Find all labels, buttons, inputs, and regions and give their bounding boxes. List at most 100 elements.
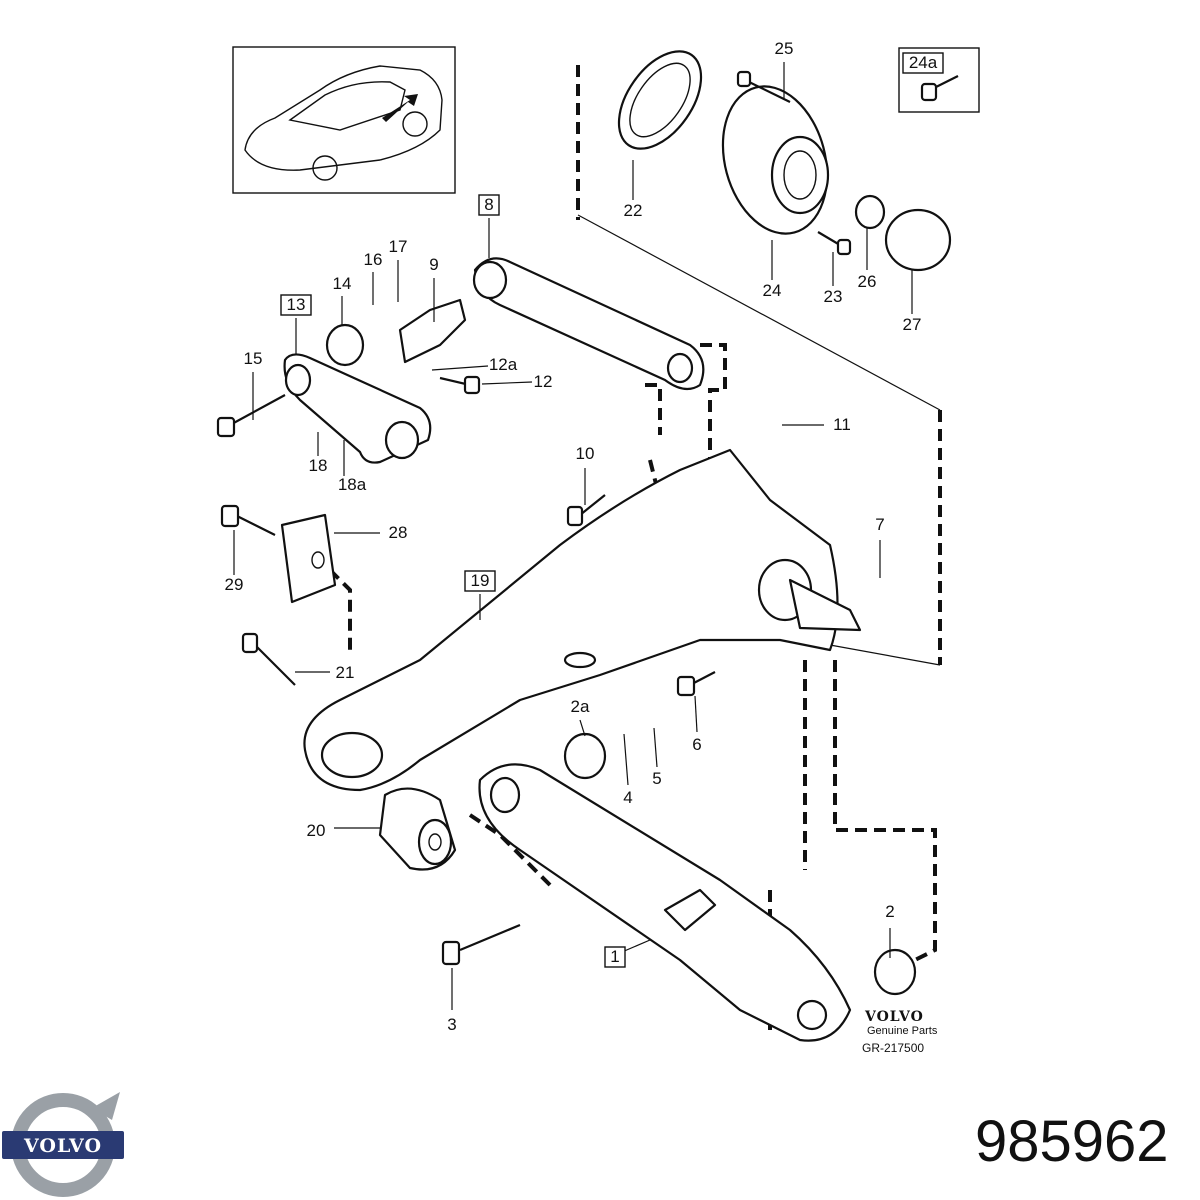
callout-c22: 22 [624,201,643,220]
volvo-logo: VOLVO [2,1092,124,1197]
callout-c19: 19 [464,570,496,592]
callout-label: 13 [287,295,306,314]
bushing-2a [563,732,607,780]
callout-label: 1 [610,947,619,966]
abs-sensor-ring [617,50,703,150]
bolt-15 [216,394,286,438]
hub-nut [854,194,886,230]
callout-c17: 17 [389,237,408,256]
callout-label: 7 [875,515,884,534]
car-outline-icon [244,65,443,181]
callout-label: 8 [484,195,493,214]
callout-label: 26 [858,272,877,291]
genuine-parts-wordmark: VOLVO [864,1009,924,1025]
callout-c21: 21 [336,663,355,682]
callout-c2a: 2a [571,697,590,716]
bushing-20 [378,787,457,871]
callout-box [478,194,500,216]
vehicle-location-inset [232,46,456,194]
bolt-29 [220,504,276,536]
callout-c1: 1 [604,946,626,968]
callout-label: 28 [389,523,408,542]
bolt-12 [439,375,481,395]
leader-lines [233,62,913,1010]
callout-c20: 20 [307,821,326,840]
callout-c2: 2 [885,902,894,921]
callout-label: 18a [338,475,367,494]
genuine-parts-mark: VOLVO Genuine Parts GR-217500 [862,1009,938,1055]
callout-label: 4 [623,788,632,807]
subframe-19 [303,448,862,792]
bushing-2 [873,948,917,996]
lower-control-arm-1 [478,763,852,1042]
callout-label: 3 [447,1015,456,1034]
callout-label: 21 [336,663,355,682]
volvo-logo-band [2,1131,124,1159]
callout-label: 12a [489,355,518,374]
callout-box [464,570,496,592]
callout-label: 22 [624,201,643,220]
callout-label: 11 [833,415,851,434]
callout-label: 18 [309,456,328,475]
callout-c27: 27 [903,315,922,334]
callout-label: 20 [307,821,326,840]
callout-c11: 11 [833,415,851,434]
wheel-hub [721,85,830,235]
callout-c13: 13 [280,294,312,316]
callout-c24a: 24a [902,52,944,74]
callout-c5: 5 [652,769,661,788]
callout-c29: 29 [225,575,244,594]
callout-labels: 122a345678910111212a13141516171818a19202… [225,39,944,1034]
callout-c14: 14 [333,274,352,293]
callout-label: 14 [333,274,352,293]
callout-c12a: 12a [489,355,518,374]
callout-c8: 8 [478,194,500,216]
rubber-block-28 [280,513,337,604]
callout-c25: 25 [775,39,794,58]
callout-label: 29 [225,575,244,594]
callout-label: 6 [692,735,701,754]
callout-c6: 6 [692,735,701,754]
callout-label: 25 [775,39,794,58]
callout-label: 15 [244,349,263,368]
bolt-3 [441,923,521,966]
callout-c9: 9 [429,255,438,274]
callout-c23: 23 [824,287,843,306]
bolt-21 [241,632,296,686]
assembly-guide-lines [328,65,942,1030]
callout-c10: 10 [576,444,595,463]
bushing-14 [325,323,365,367]
callout-label: 5 [652,769,661,788]
bolt-25 [736,70,791,103]
callout-label: 2 [885,902,894,921]
callout-label: 9 [429,255,438,274]
callout-label: 2a [571,697,590,716]
callout-box [902,52,944,74]
callout-c12: 12 [534,372,553,391]
callout-c18a: 18a [338,475,367,494]
bolt-6 [676,671,716,697]
callout-c4: 4 [623,788,632,807]
callout-c18: 18 [309,456,328,475]
callout-c28: 28 [389,523,408,542]
callout-c24: 24 [763,281,782,300]
hub-cap [884,208,952,272]
callout-label: 23 [824,287,843,306]
callout-c3: 3 [447,1015,456,1034]
callout-label: 19 [471,571,490,590]
callout-label: 16 [364,250,383,269]
genuine-parts-tagline: Genuine Parts [867,1025,938,1037]
callout-box [280,294,312,316]
callout-label: 24a [909,53,938,72]
callout-label: 27 [903,315,922,334]
callout-box [604,946,626,968]
volvo-logo-arrow-icon [92,1092,120,1120]
bolt-23 [817,231,852,256]
bolt-10 [566,494,606,527]
callout-c16: 16 [364,250,383,269]
volvo-logo-wordmark: VOLVO [23,1135,102,1157]
callout-label: 12 [534,372,553,391]
callout-c15: 15 [244,349,263,368]
part-number: 985962 [975,1109,1169,1174]
